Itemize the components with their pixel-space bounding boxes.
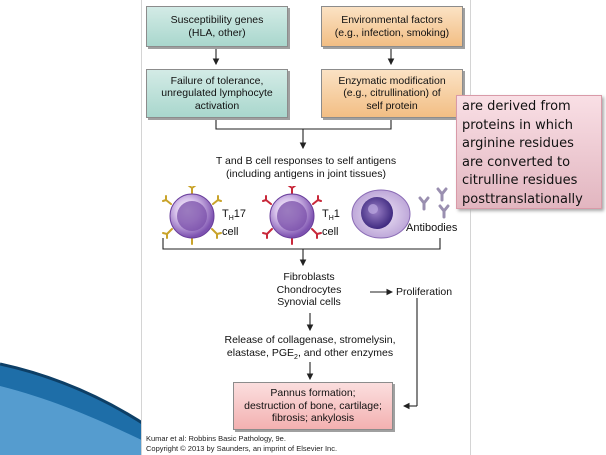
- plasma-cell-icon: [351, 189, 411, 239]
- slide-accent-wave: [0, 362, 150, 455]
- antibodies-label: Antibodies: [406, 222, 458, 234]
- environmental-factors-text: Environmental factors (e.g., infection, …: [334, 14, 450, 39]
- flow-arrows: [162, 47, 441, 410]
- pathogenesis-figure: Susceptibility genes (HLA, other) Enviro…: [141, 0, 471, 455]
- failure-of-tolerance-box: Failure of tolerance, unregulated lympho…: [146, 69, 288, 118]
- th1-cell-icon: [262, 186, 322, 245]
- environmental-factors-box: Environmental factors (e.g., infection, …: [321, 6, 463, 47]
- enzymatic-modification-text: Enzymatic modification (e.g., citrullina…: [338, 74, 446, 112]
- susceptibility-genes-box: Susceptibility genes (HLA, other): [146, 6, 288, 47]
- t-b-cell-response-label: T and B cell responses to self antigens …: [215, 155, 397, 180]
- stromal-cells-label: Fibroblasts Chondrocytes Synovial cells: [276, 271, 342, 308]
- proliferation-label: Proliferation: [396, 286, 453, 298]
- pannus-formation-text: Pannus formation; destruction of bone, c…: [244, 387, 382, 425]
- pannus-formation-box: Pannus formation; destruction of bone, c…: [233, 382, 393, 430]
- th17-cell-label: TH17 cell: [222, 208, 247, 238]
- th17-cell-icon: [162, 186, 222, 245]
- failure-of-tolerance-text: Failure of tolerance, unregulated lympho…: [161, 74, 273, 112]
- antibodies-icon: [418, 187, 450, 219]
- susceptibility-genes-text: Susceptibility genes (HLA, other): [170, 14, 264, 39]
- enzyme-release-label: Release of collagenase, stromelysin, ela…: [224, 334, 396, 361]
- enzymatic-modification-box: Enzymatic modification (e.g., citrullina…: [321, 69, 463, 118]
- credit-line-1: Kumar et al: Robbins Basic Pathology, 9e…: [146, 434, 286, 443]
- th1-cell-label: TH1 cell: [322, 208, 340, 238]
- credit-line-2: Copyright © 2013 by Saunders, an imprint…: [146, 444, 338, 453]
- citrullination-callout: are derived from proteins in which argin…: [456, 95, 602, 209]
